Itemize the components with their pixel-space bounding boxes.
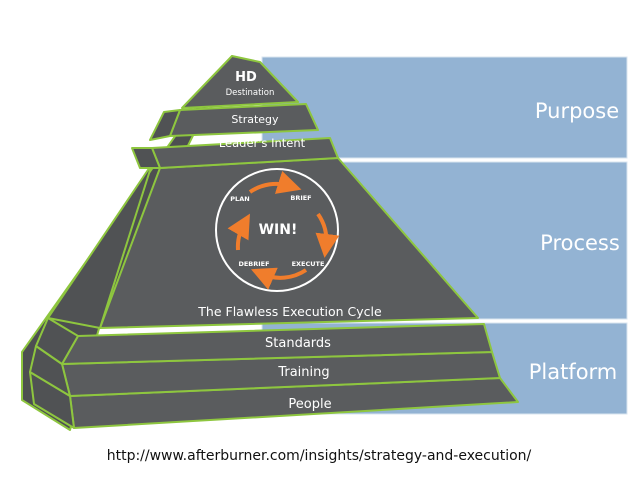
cycle-step-execute: EXECUTE [292, 260, 325, 268]
cycle-center-label: WIN! [259, 222, 298, 238]
band-label-purpose: Purpose [535, 99, 619, 123]
source-url: http://www.afterburner.com/insights/stra… [106, 448, 532, 464]
cycle-arrow-plan-brief [248, 170, 302, 194]
tier-label-people: People [288, 397, 331, 412]
tier-label-cycle-caption: The Flawless Execution Cycle [197, 304, 382, 319]
tier-label-training: Training [277, 365, 329, 380]
cycle-arrow-brief-execute [315, 212, 340, 258]
execution-cycle: WIN! PLAN BRIEF EXECUTE DEBRIEF [215, 168, 340, 292]
tier-label-hd: HD [235, 70, 257, 85]
cycle-arrow-execute-debrief [250, 267, 308, 290]
tier-hd-destination [181, 55, 299, 109]
cycle-step-plan: PLAN [230, 195, 249, 203]
tier-label-destination: Destination [226, 88, 275, 98]
tier-label-strategy: Strategy [231, 113, 279, 126]
cycle-step-debrief: DEBRIEF [238, 260, 269, 268]
cycle-step-brief: BRIEF [290, 194, 311, 202]
tier-label-leaders-intent: Leader's Intent [219, 136, 306, 150]
band-label-process: Process [540, 231, 620, 255]
tier-label-standards: Standards [265, 336, 331, 351]
cycle-arrow-debrief-plan [227, 213, 250, 251]
band-label-platform: Platform [529, 360, 618, 384]
cycle-ring [215, 168, 339, 292]
